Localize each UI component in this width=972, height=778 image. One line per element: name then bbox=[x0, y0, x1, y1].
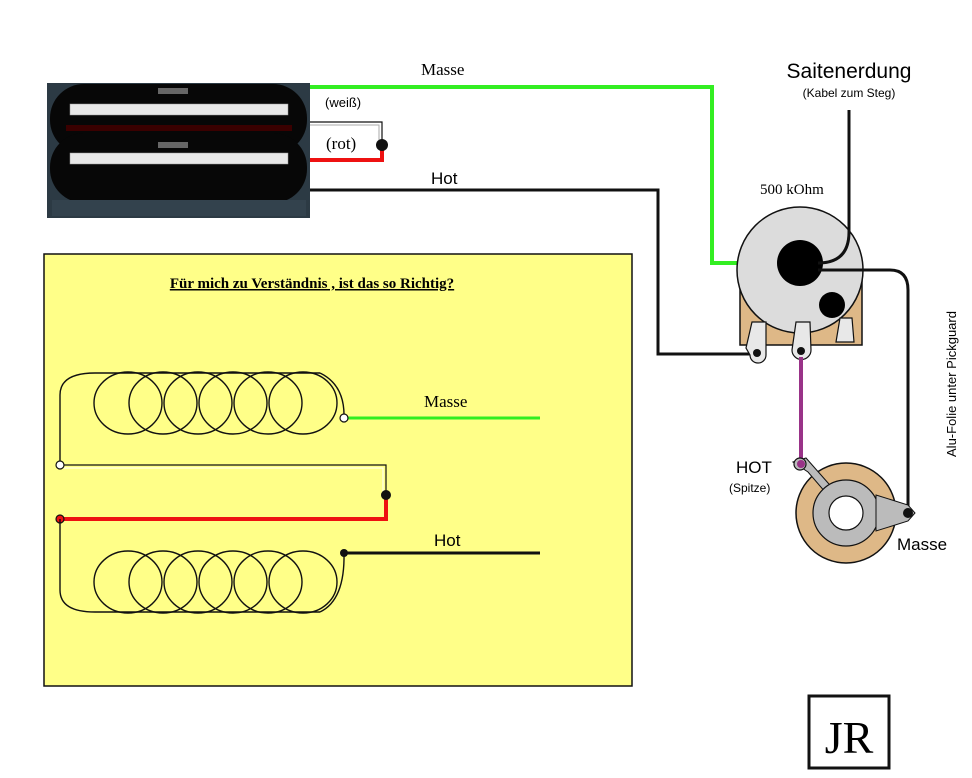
ground-wire-top bbox=[310, 85, 792, 265]
junction-solder-joint bbox=[381, 490, 391, 500]
white-wire-top-inner bbox=[310, 124, 380, 145]
white-junction-wire bbox=[60, 464, 387, 495]
solder-joint-top bbox=[376, 139, 388, 151]
humbucker-pickup bbox=[47, 83, 310, 218]
output-jack bbox=[791, 457, 916, 564]
question-title: Für mich zu Verständnis , ist das so Ric… bbox=[170, 276, 454, 292]
label-kabel-zum-steg: (Kabel zum Steg) bbox=[803, 86, 896, 100]
white-wire-top bbox=[310, 121, 383, 145]
string-ground-wire bbox=[817, 110, 851, 265]
hot-wire-top bbox=[310, 188, 752, 356]
label-jack-hot: HOT bbox=[736, 458, 772, 477]
label-rot: (rot) bbox=[326, 134, 356, 153]
lower-coil bbox=[59, 519, 345, 614]
question-label-masse: Masse bbox=[424, 392, 467, 411]
question-box: Für mich zu Verständnis , ist das so Ric… bbox=[43, 253, 633, 687]
upper-coil bbox=[59, 371, 345, 465]
red-junction-wire bbox=[60, 495, 388, 521]
volume-potentiometer bbox=[736, 206, 864, 364]
lower-coil-end-terminal bbox=[340, 549, 348, 557]
label-hot-top: Hot bbox=[431, 169, 458, 188]
label-jack-spitze: (Spitze) bbox=[729, 481, 770, 495]
label-weiss: (weiß) bbox=[325, 95, 361, 110]
upper-coil-end-terminal bbox=[339, 413, 349, 423]
jr-logo: JR bbox=[807, 694, 891, 770]
question-label-hot: Hot bbox=[434, 531, 461, 550]
label-masse-top: Masse bbox=[421, 60, 464, 79]
label-pot-value: 500 kOhm bbox=[760, 182, 824, 198]
jr-logo-text: JR bbox=[825, 712, 874, 763]
label-alu-folie: Alu-Folie unter Pickguard bbox=[944, 311, 959, 457]
foil-ground-wire bbox=[818, 268, 910, 513]
label-jack-masse: Masse bbox=[897, 535, 947, 554]
label-saitenerdung: Saitenerdung bbox=[787, 60, 912, 83]
white-junction-wire-inner bbox=[60, 467, 384, 495]
upper-coil-start-terminal bbox=[55, 460, 65, 470]
